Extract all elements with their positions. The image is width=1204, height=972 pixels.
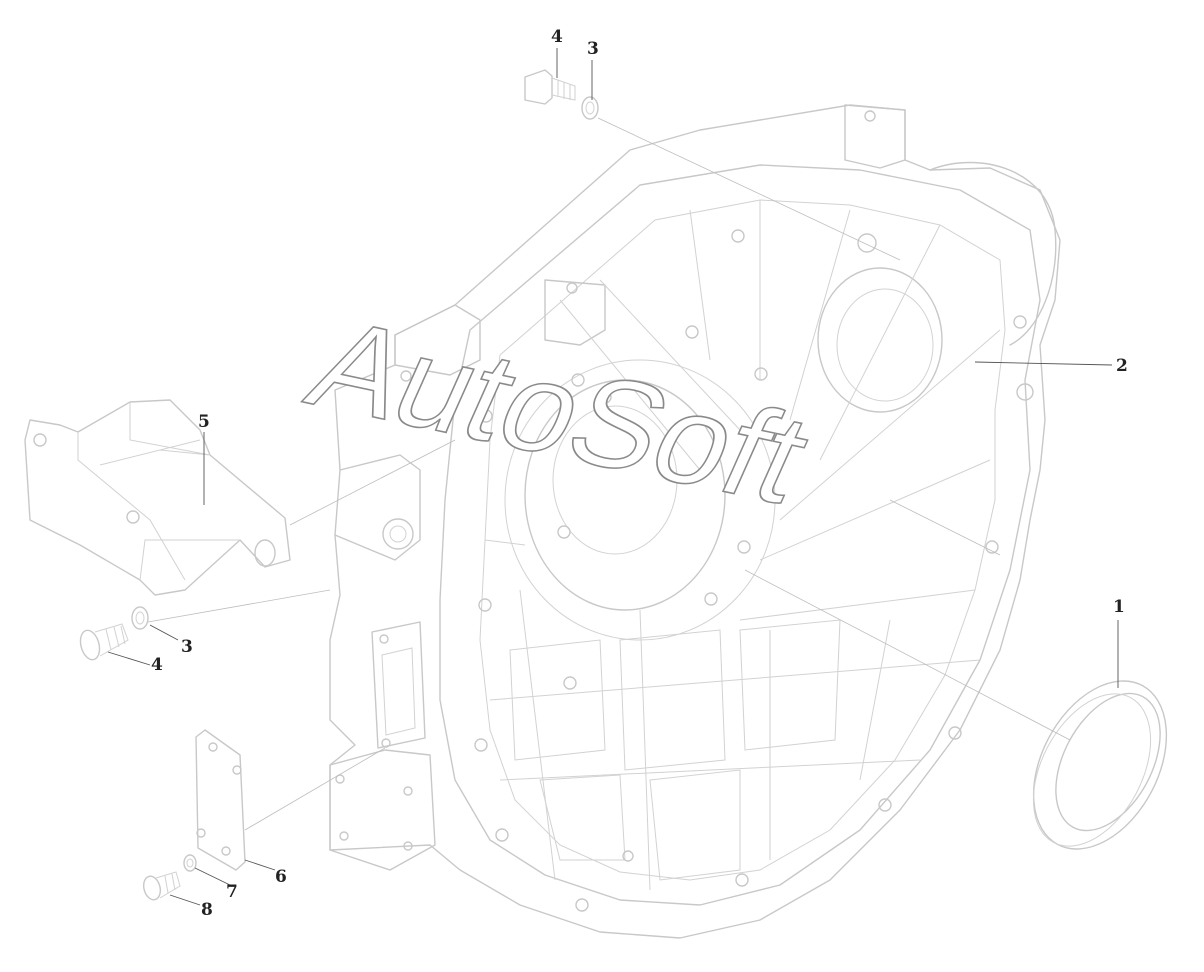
callouts: 4 3 2 5 3 4 1 6 7 8 (151, 27, 1128, 920)
bolt-left (79, 623, 129, 661)
bolt-bottom (142, 871, 181, 901)
callout-7: 7 (226, 882, 238, 902)
callout-4-top: 4 (551, 27, 563, 47)
washer-left (131, 606, 149, 630)
autosoft-watermark: AutoSoft (290, 294, 829, 529)
bolt-top (524, 69, 576, 105)
callout-5: 5 (198, 412, 210, 432)
cover-plate (195, 729, 246, 871)
assembly-lines (147, 117, 1071, 831)
bracket (24, 399, 291, 596)
callout-1: 1 (1113, 597, 1125, 617)
callout-8: 8 (201, 900, 213, 920)
washer-bottom (183, 854, 197, 872)
callout-3-top: 3 (587, 39, 599, 59)
callout-2: 2 (1116, 356, 1128, 376)
washer-top (581, 96, 599, 120)
callout-4-left: 4 (151, 655, 163, 675)
leader-lines (107, 48, 1119, 906)
callout-3-left: 3 (181, 637, 193, 657)
callout-6: 6 (275, 867, 287, 887)
oil-seal (1032, 680, 1168, 850)
flywheel-housing (329, 104, 1061, 939)
